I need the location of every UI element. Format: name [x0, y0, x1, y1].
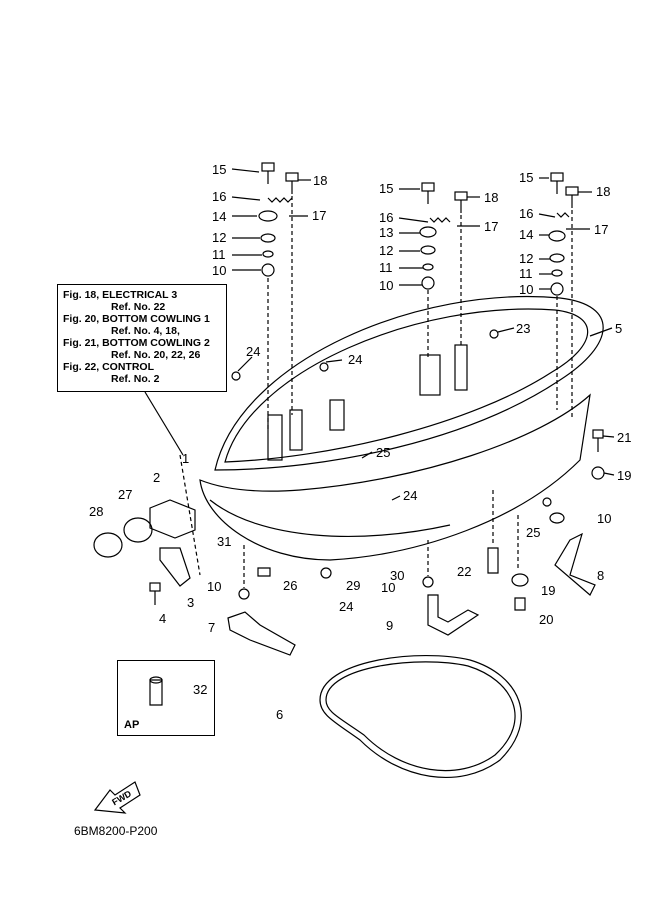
- callout-number: 17: [312, 208, 326, 223]
- bolt-18-right: [565, 186, 579, 208]
- callout-number: 27: [118, 487, 132, 502]
- callout-number: 2: [153, 470, 160, 485]
- spring-16-left: [267, 197, 293, 203]
- callout-number: 24: [246, 344, 260, 359]
- callout-number: 10: [212, 263, 226, 278]
- callout-number: 26: [283, 578, 297, 593]
- callout-number: 24: [348, 352, 362, 367]
- bracket-3: [159, 547, 191, 587]
- callout-number: 1: [182, 451, 189, 466]
- callout-number: 18: [484, 190, 498, 205]
- ref-fig-21: Fig. 21, BOTTOM COWLING 2: [63, 337, 210, 349]
- callout-number: 25: [526, 525, 540, 540]
- seal-6: [319, 655, 522, 779]
- callout-number: 30: [390, 568, 404, 583]
- callout-number: 8: [597, 568, 604, 583]
- bottom-cowling-rim: [214, 295, 604, 471]
- callout-number: 4: [159, 611, 166, 626]
- callout-number: 31: [217, 534, 231, 549]
- callout-number: 24: [403, 488, 417, 503]
- control-part-2: [149, 499, 196, 539]
- callout-number: 32: [193, 682, 207, 697]
- callout-number: 14: [519, 227, 533, 242]
- fwd-arrow: [93, 781, 141, 814]
- callout-number: 7: [208, 620, 215, 635]
- ref-no-20: Ref. No. 4, 18,: [111, 325, 180, 337]
- callout-number: 21: [617, 430, 631, 445]
- callout-number: 11: [379, 260, 393, 275]
- callout-number: 15: [212, 162, 226, 177]
- callout-number: 14: [212, 209, 226, 224]
- ref-no-18: Ref. No. 22: [111, 301, 166, 313]
- mount-9: [427, 594, 480, 636]
- callout-number: 16: [519, 206, 533, 221]
- callout-number: 18: [596, 184, 610, 199]
- callout-number: 15: [379, 181, 393, 196]
- bolt-21: [592, 429, 604, 452]
- bolt-4: [149, 582, 161, 605]
- callout-number: 16: [212, 189, 226, 204]
- callout-number: 22: [457, 564, 471, 579]
- bracket-8: [554, 532, 596, 596]
- ap-label: AP: [124, 719, 140, 731]
- callout-number: 23: [516, 321, 530, 336]
- callout-number: 10: [597, 511, 611, 526]
- reference-box: Fig. 18, ELECTRICAL 3 Ref. No. 22 Fig. 2…: [57, 284, 227, 392]
- callout-number: 16: [379, 210, 393, 225]
- callout-number: 11: [212, 247, 226, 262]
- bolt-15-right: [550, 172, 564, 194]
- callout-number: 19: [617, 468, 631, 483]
- callout-number: 12: [379, 243, 393, 258]
- callout-number: 17: [484, 219, 498, 234]
- ap-inset-box: AP: [117, 660, 215, 736]
- callout-number: 9: [386, 618, 393, 633]
- callout-number: 25: [376, 445, 390, 460]
- drawing-code: 6BM8200-P200: [74, 824, 158, 838]
- callout-number: 29: [346, 578, 360, 593]
- callout-labels: 15 18 16 17 14 12 11 10 15 18 16 17 13 1…: [89, 162, 631, 722]
- bolt-15-mid: [421, 182, 435, 204]
- callout-number: 12: [519, 251, 533, 266]
- callout-number: 15: [519, 170, 533, 185]
- callout-number: 6: [276, 707, 283, 722]
- bottom-cowling-body: [199, 393, 591, 561]
- callout-number: 10: [519, 282, 533, 297]
- bolt-15-left: [261, 162, 275, 184]
- bracket-7: [227, 611, 296, 656]
- ref-fig-22: Fig. 22, CONTROL: [63, 361, 155, 373]
- callout-number: 3: [187, 595, 194, 610]
- callout-number: 18: [313, 173, 327, 188]
- callout-number: 12: [212, 230, 226, 245]
- ref-fig-20: Fig. 20, BOTTOM COWLING 1: [63, 313, 210, 325]
- callout-number: 24: [339, 599, 353, 614]
- callout-number: 28: [89, 504, 103, 519]
- callout-number: 19: [541, 583, 555, 598]
- callout-number: 13: [379, 225, 393, 240]
- bolt-18-left: [285, 172, 299, 194]
- callout-number: 10: [207, 579, 221, 594]
- callout-number: 10: [381, 580, 395, 595]
- callout-number: 20: [539, 612, 553, 627]
- ref-no-21: Ref. No. 20, 22, 26: [111, 349, 201, 361]
- ref-fig-18: Fig. 18, ELECTRICAL 3: [63, 289, 178, 301]
- callout-number: 10: [379, 278, 393, 293]
- bolt-18-mid: [454, 191, 468, 213]
- callout-number: 11: [519, 266, 533, 281]
- grommet-32: [149, 676, 163, 706]
- ref-no-22: Ref. No. 2: [111, 373, 160, 385]
- callout-number: 5: [615, 321, 622, 336]
- callout-number: 17: [594, 222, 608, 237]
